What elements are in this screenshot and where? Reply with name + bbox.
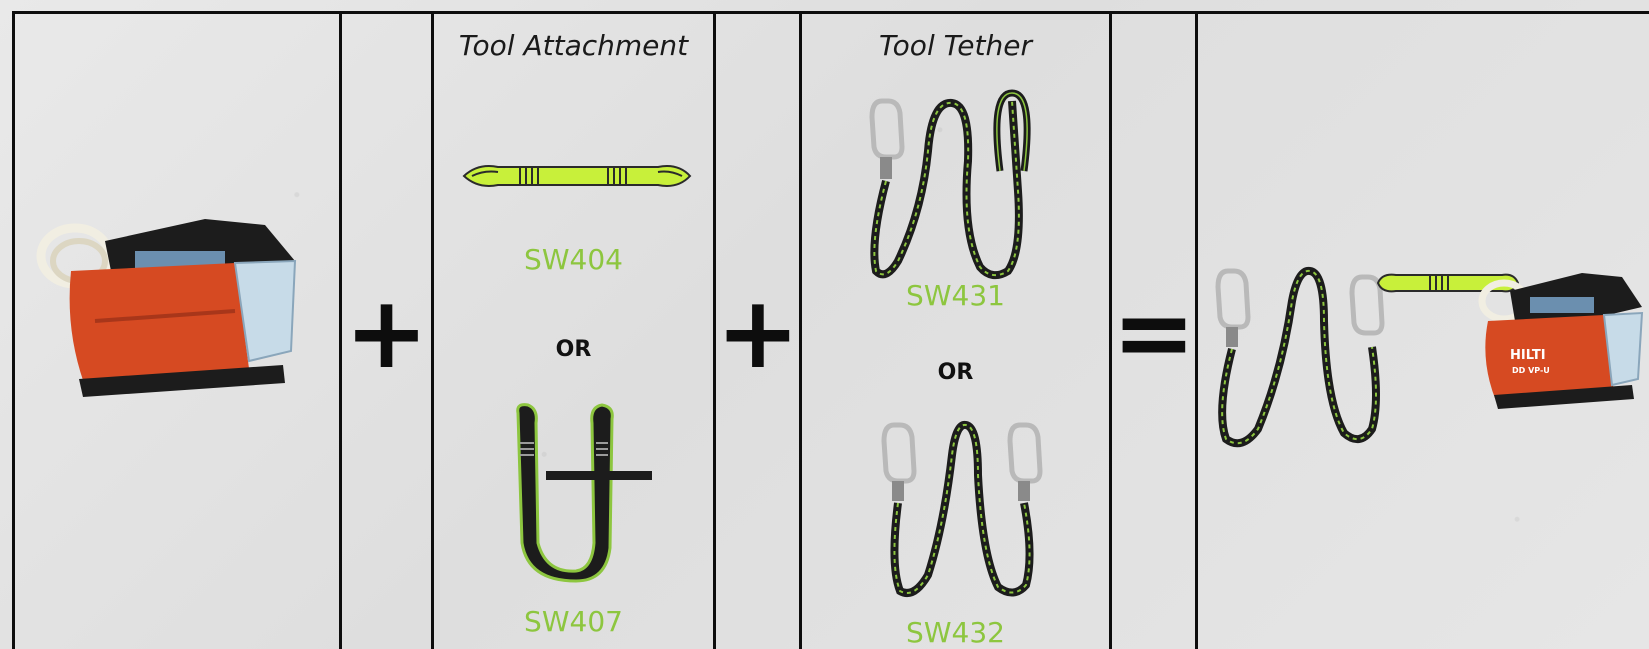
vacuum-pump-icon: [35, 201, 305, 401]
panel-result: HILTI DD VP-U: [1195, 11, 1649, 649]
tethered-vacuum-pump-icon: HILTI DD VP-U: [1212, 261, 1642, 471]
tool-attachment-heading: Tool Attachment: [434, 29, 713, 62]
sw432-code: SW432: [802, 616, 1109, 649]
panel-plus-2: +: [713, 11, 799, 649]
sw431-code: SW431: [802, 279, 1109, 312]
panel-plus-1: +: [339, 11, 431, 649]
equals-operator: =: [1112, 283, 1195, 383]
plus-operator: +: [716, 283, 799, 383]
plus-operator: +: [342, 283, 431, 383]
panel-tool-attachment: Tool Attachment SW404 OR SW407: [431, 11, 713, 649]
panel-tool-tether: Tool Tether SW431 OR SW432: [799, 11, 1109, 649]
panel-equals: =: [1109, 11, 1195, 649]
straight-sling-icon: [458, 159, 696, 193]
tool-tether-heading: Tool Tether: [802, 29, 1109, 62]
device-brand-label: HILTI: [1510, 348, 1546, 363]
tether-or-label: OR: [802, 360, 1109, 385]
sw404-code: SW404: [434, 243, 713, 276]
sw407-code: SW407: [434, 605, 713, 638]
tether-carabiner-loop-icon: [862, 91, 1042, 281]
panel-device: [12, 11, 339, 649]
tether-double-carabiner-icon: [874, 415, 1054, 600]
attachment-or-label: OR: [434, 337, 713, 362]
device-model-label: DD VP-U: [1512, 366, 1550, 375]
u-sling-with-strap-icon: [506, 403, 656, 583]
